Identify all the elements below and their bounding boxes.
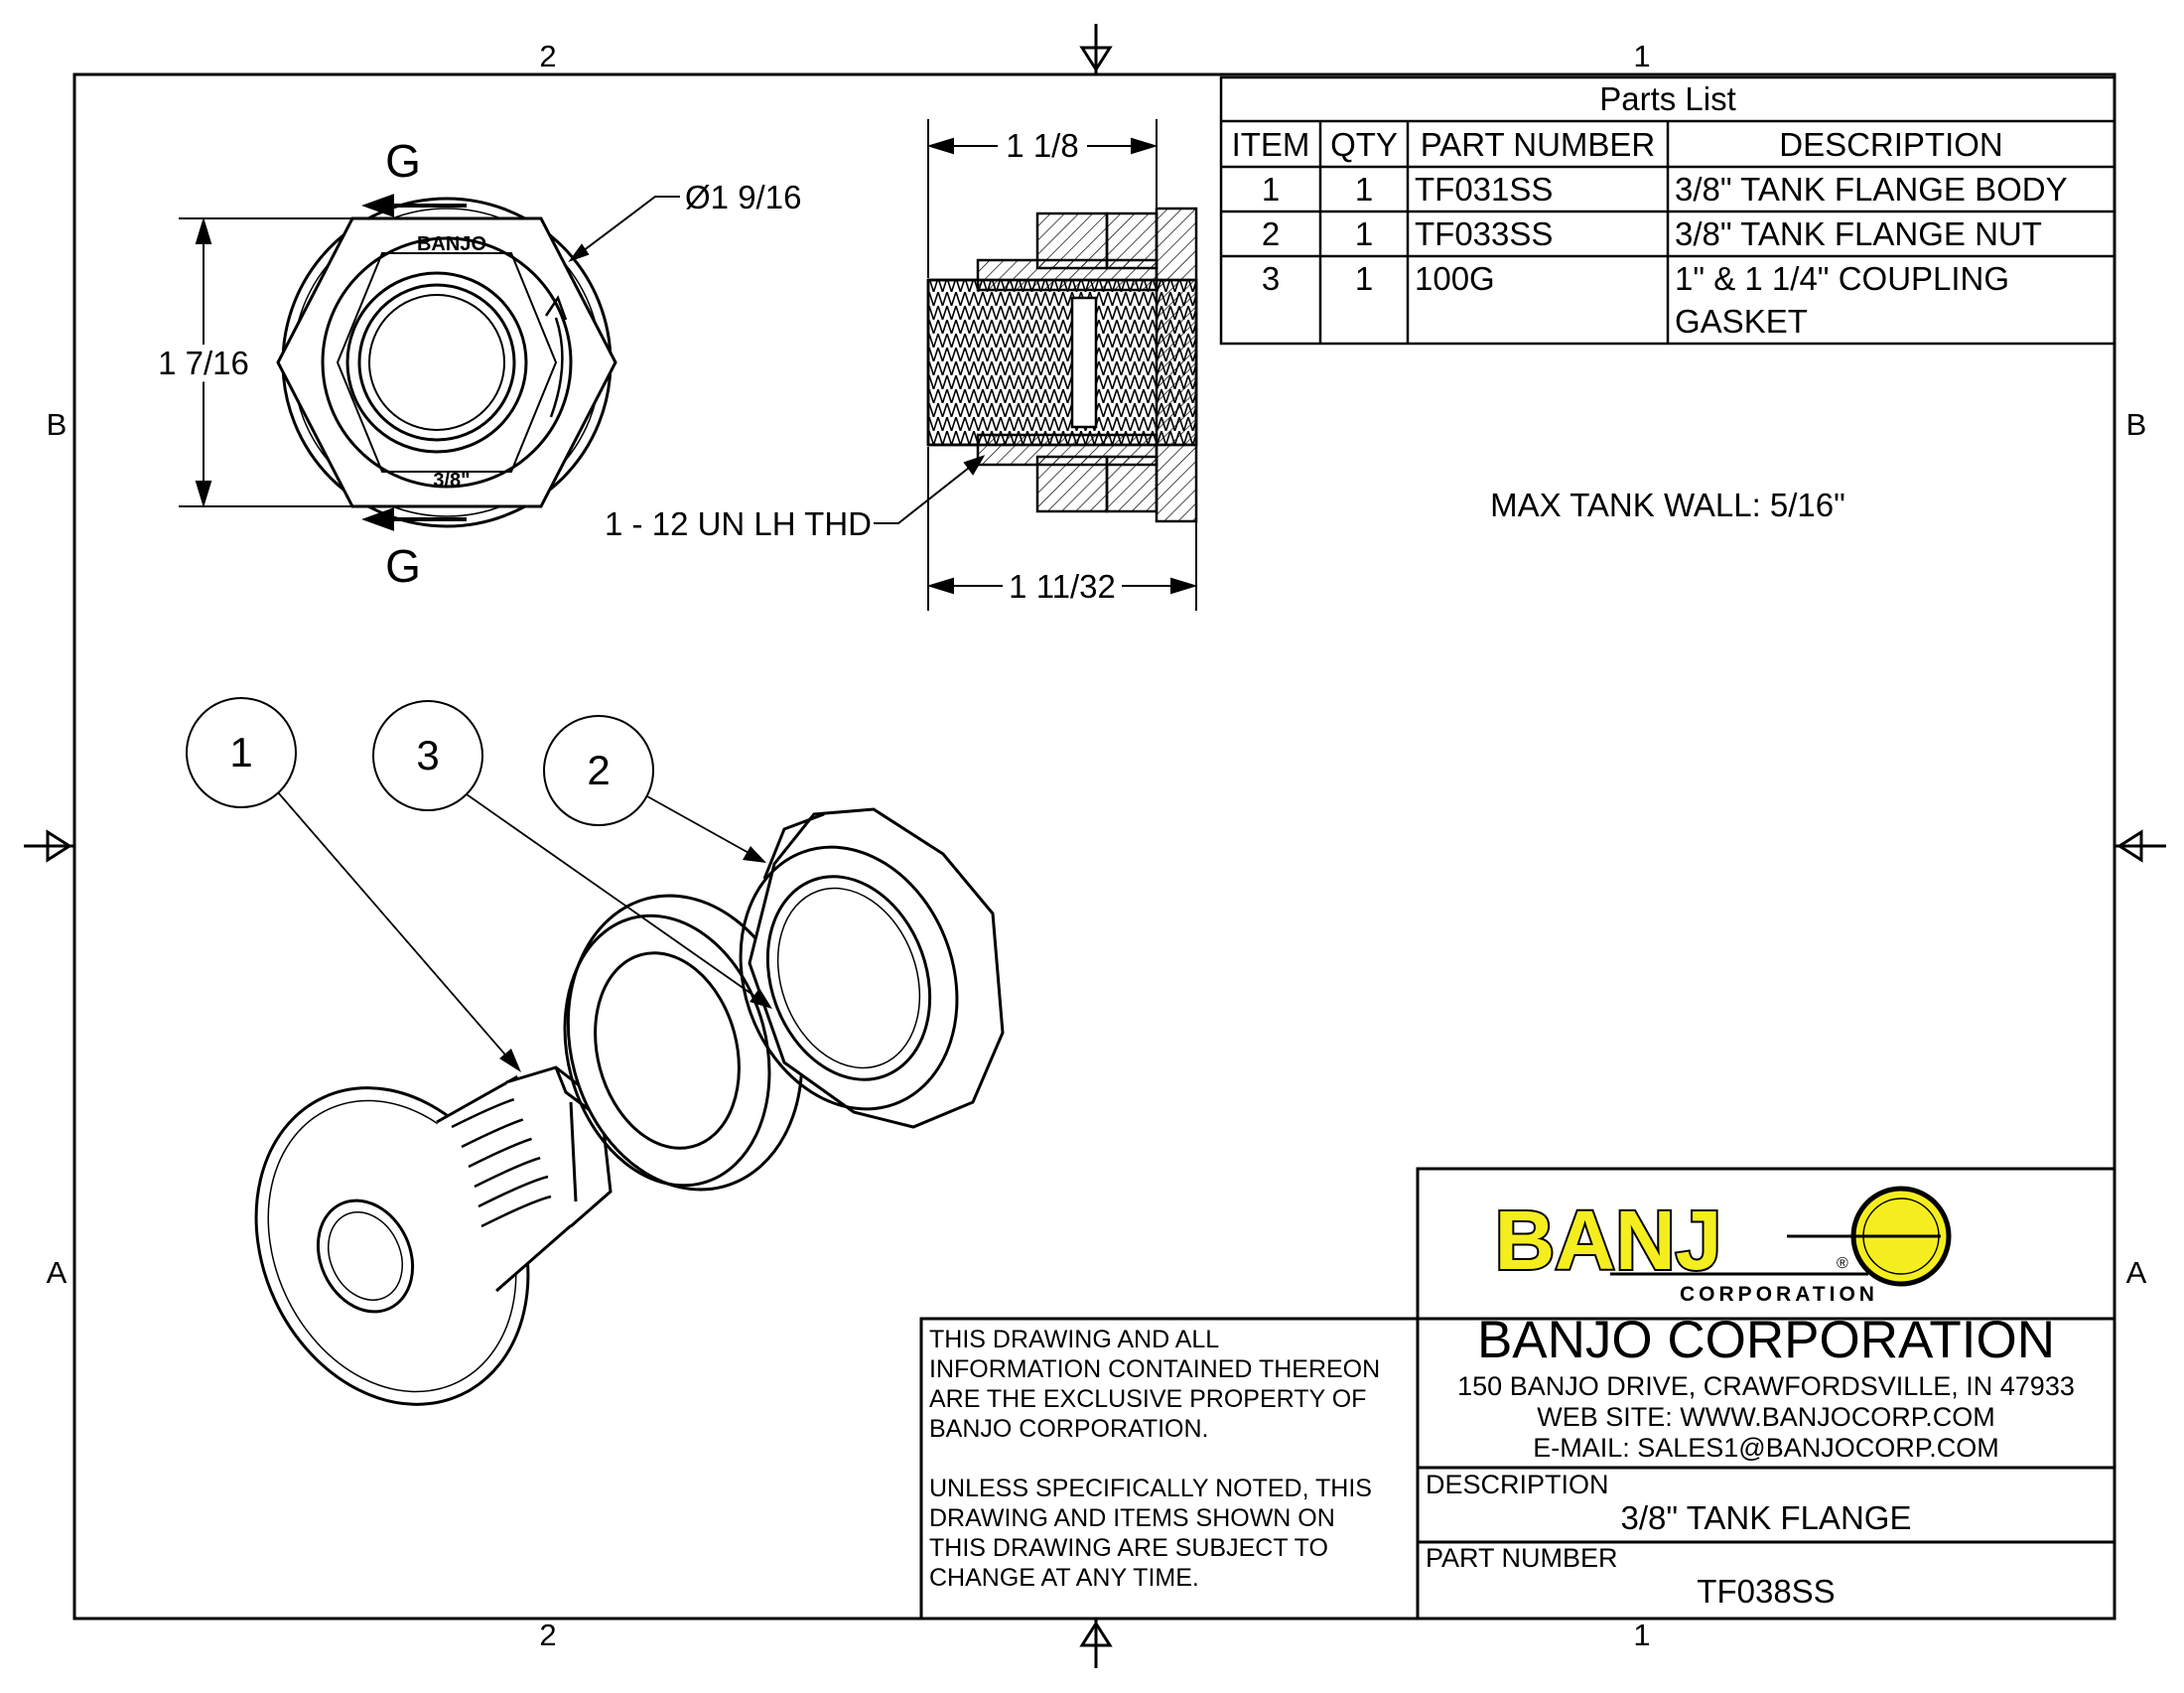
zone-left-b: B [47,407,68,442]
balloon-2: 2 [543,715,766,863]
zone-top-right: 1 [1633,39,1650,73]
notice-line: UNLESS SPECIFICALLY NOTED, THIS [929,1475,1372,1502]
balloon-1-label: 1 [229,729,252,776]
logo-subtitle: CORPORATION [1680,1283,1878,1306]
front-view-labels: BANJO 3/8" G G Ø1 9/16 1 7/16 [151,135,801,592]
row1-item: 1 [1262,171,1280,208]
col-header-qty: QTY [1330,126,1398,163]
balloon-1: 1 [186,697,521,1072]
balloon-3-label: 3 [416,732,439,778]
section-label-g-top: G [385,135,421,187]
row2-part: TF033SS [1415,215,1553,252]
row1-desc: 3/8" TANK FLANGE BODY [1675,171,2068,208]
part-number-label: PART NUMBER [1426,1543,1618,1573]
section-bottom-dim: 1 11/32 [1009,568,1116,605]
parts-list-title: Parts List [1599,80,1736,117]
company-name: BANJO CORPORATION [1477,1311,2055,1369]
section-view [926,207,1198,523]
col-header-item: ITEM [1232,126,1310,163]
logo-registered: ® [1837,1255,1848,1272]
notice-line: INFORMATION CONTAINED THEREON [929,1355,1380,1383]
title-block [919,1167,2116,1621]
section-view-dims [874,119,1198,611]
col-header-description: DESCRIPTION [1779,126,2003,163]
emboss-banjo: BANJO [417,233,486,255]
row3-desc-line1: 1" & 1 1/4" COUPLING [1675,260,2009,297]
zone-right-b: B [2126,407,2147,442]
parts-list-text: Parts List ITEM QTY PART NUMBER DESCRIPT… [1232,80,2068,340]
zone-top-left: 2 [539,39,556,73]
section-top-dim: 1 1/8 [1006,127,1078,164]
height-dimension [179,216,352,508]
zone-right-a: A [2126,1255,2147,1290]
part-3-gasket [563,894,804,1192]
part-number-value: TF038SS [1697,1573,1835,1610]
part-2-nut [739,807,1005,1129]
section-arrow-bottom [361,507,467,531]
company-address: 150 BANJO DRIVE, CRAWFORDSVILLE, IN 4793… [1457,1371,2075,1401]
property-notice: THIS DRAWING AND ALL INFORMATION CONTAIN… [929,1326,1380,1592]
center-mark-right [2115,829,2166,863]
zone-left-a: A [47,1255,68,1290]
thread-callout: 1 - 12 UN LH THD [605,505,872,542]
row3-part: 100G [1415,260,1495,297]
center-mark-top [1079,24,1113,74]
balloon-3: 3 [372,700,772,1009]
parts-list-table [1219,75,2116,346]
center-mark-bottom [1079,1619,1113,1668]
diameter-callout: Ø1 9/16 [685,179,801,215]
row1-qty: 1 [1355,171,1373,208]
part-1-flange-body [254,1065,613,1406]
row3-qty: 1 [1355,260,1373,297]
notice-line: ARE THE EXCLUSIVE PROPERTY OF [929,1385,1366,1413]
center-mark-left [24,829,74,863]
row2-qty: 1 [1355,215,1373,252]
notice-line: BANJO CORPORATION. [929,1415,1209,1443]
height-dim-value: 1 7/16 [158,345,249,381]
row1-part: TF031SS [1415,171,1553,208]
row2-item: 2 [1262,215,1280,252]
zone-bottom-left: 2 [539,1618,556,1652]
notice-line: CHANGE AT ANY TIME. [929,1564,1199,1592]
col-header-part-number: PART NUMBER [1421,126,1656,163]
zone-markers: 2 1 2 1 B A B A [47,39,2147,1652]
emboss-size: 3/8" [433,470,470,492]
front-view [276,197,617,528]
notice-line: THIS DRAWING AND ALL [929,1326,1219,1353]
row3-item: 3 [1262,260,1280,297]
row2-desc: 3/8" TANK FLANGE NUT [1675,215,2042,252]
notice-line: DRAWING AND ITEMS SHOWN ON [929,1504,1335,1532]
row3-desc-line2: GASKET [1675,303,1808,340]
company-website: WEB SITE: WWW.BANJOCORP.COM [1537,1402,1995,1432]
banjo-logo: BANJ ® CORPORATION [1493,1186,1952,1306]
section-label-g-bottom: G [385,540,421,592]
description-label: DESCRIPTION [1426,1470,1609,1499]
description-value: 3/8" TANK FLANGE [1621,1499,1912,1536]
balloon-2-label: 2 [587,747,610,793]
rotation-arrow [549,317,564,418]
company-email: E-MAIL: SALES1@BANJOCORP.COM [1533,1433,1999,1463]
zone-bottom-right: 1 [1633,1618,1650,1652]
notice-line: THIS DRAWING ARE SUBJECT TO [929,1534,1328,1562]
max-tank-wall-note: MAX TANK WALL: 5/16" [1490,487,1845,523]
section-arrow-top [361,194,467,217]
diameter-leader [568,196,680,263]
